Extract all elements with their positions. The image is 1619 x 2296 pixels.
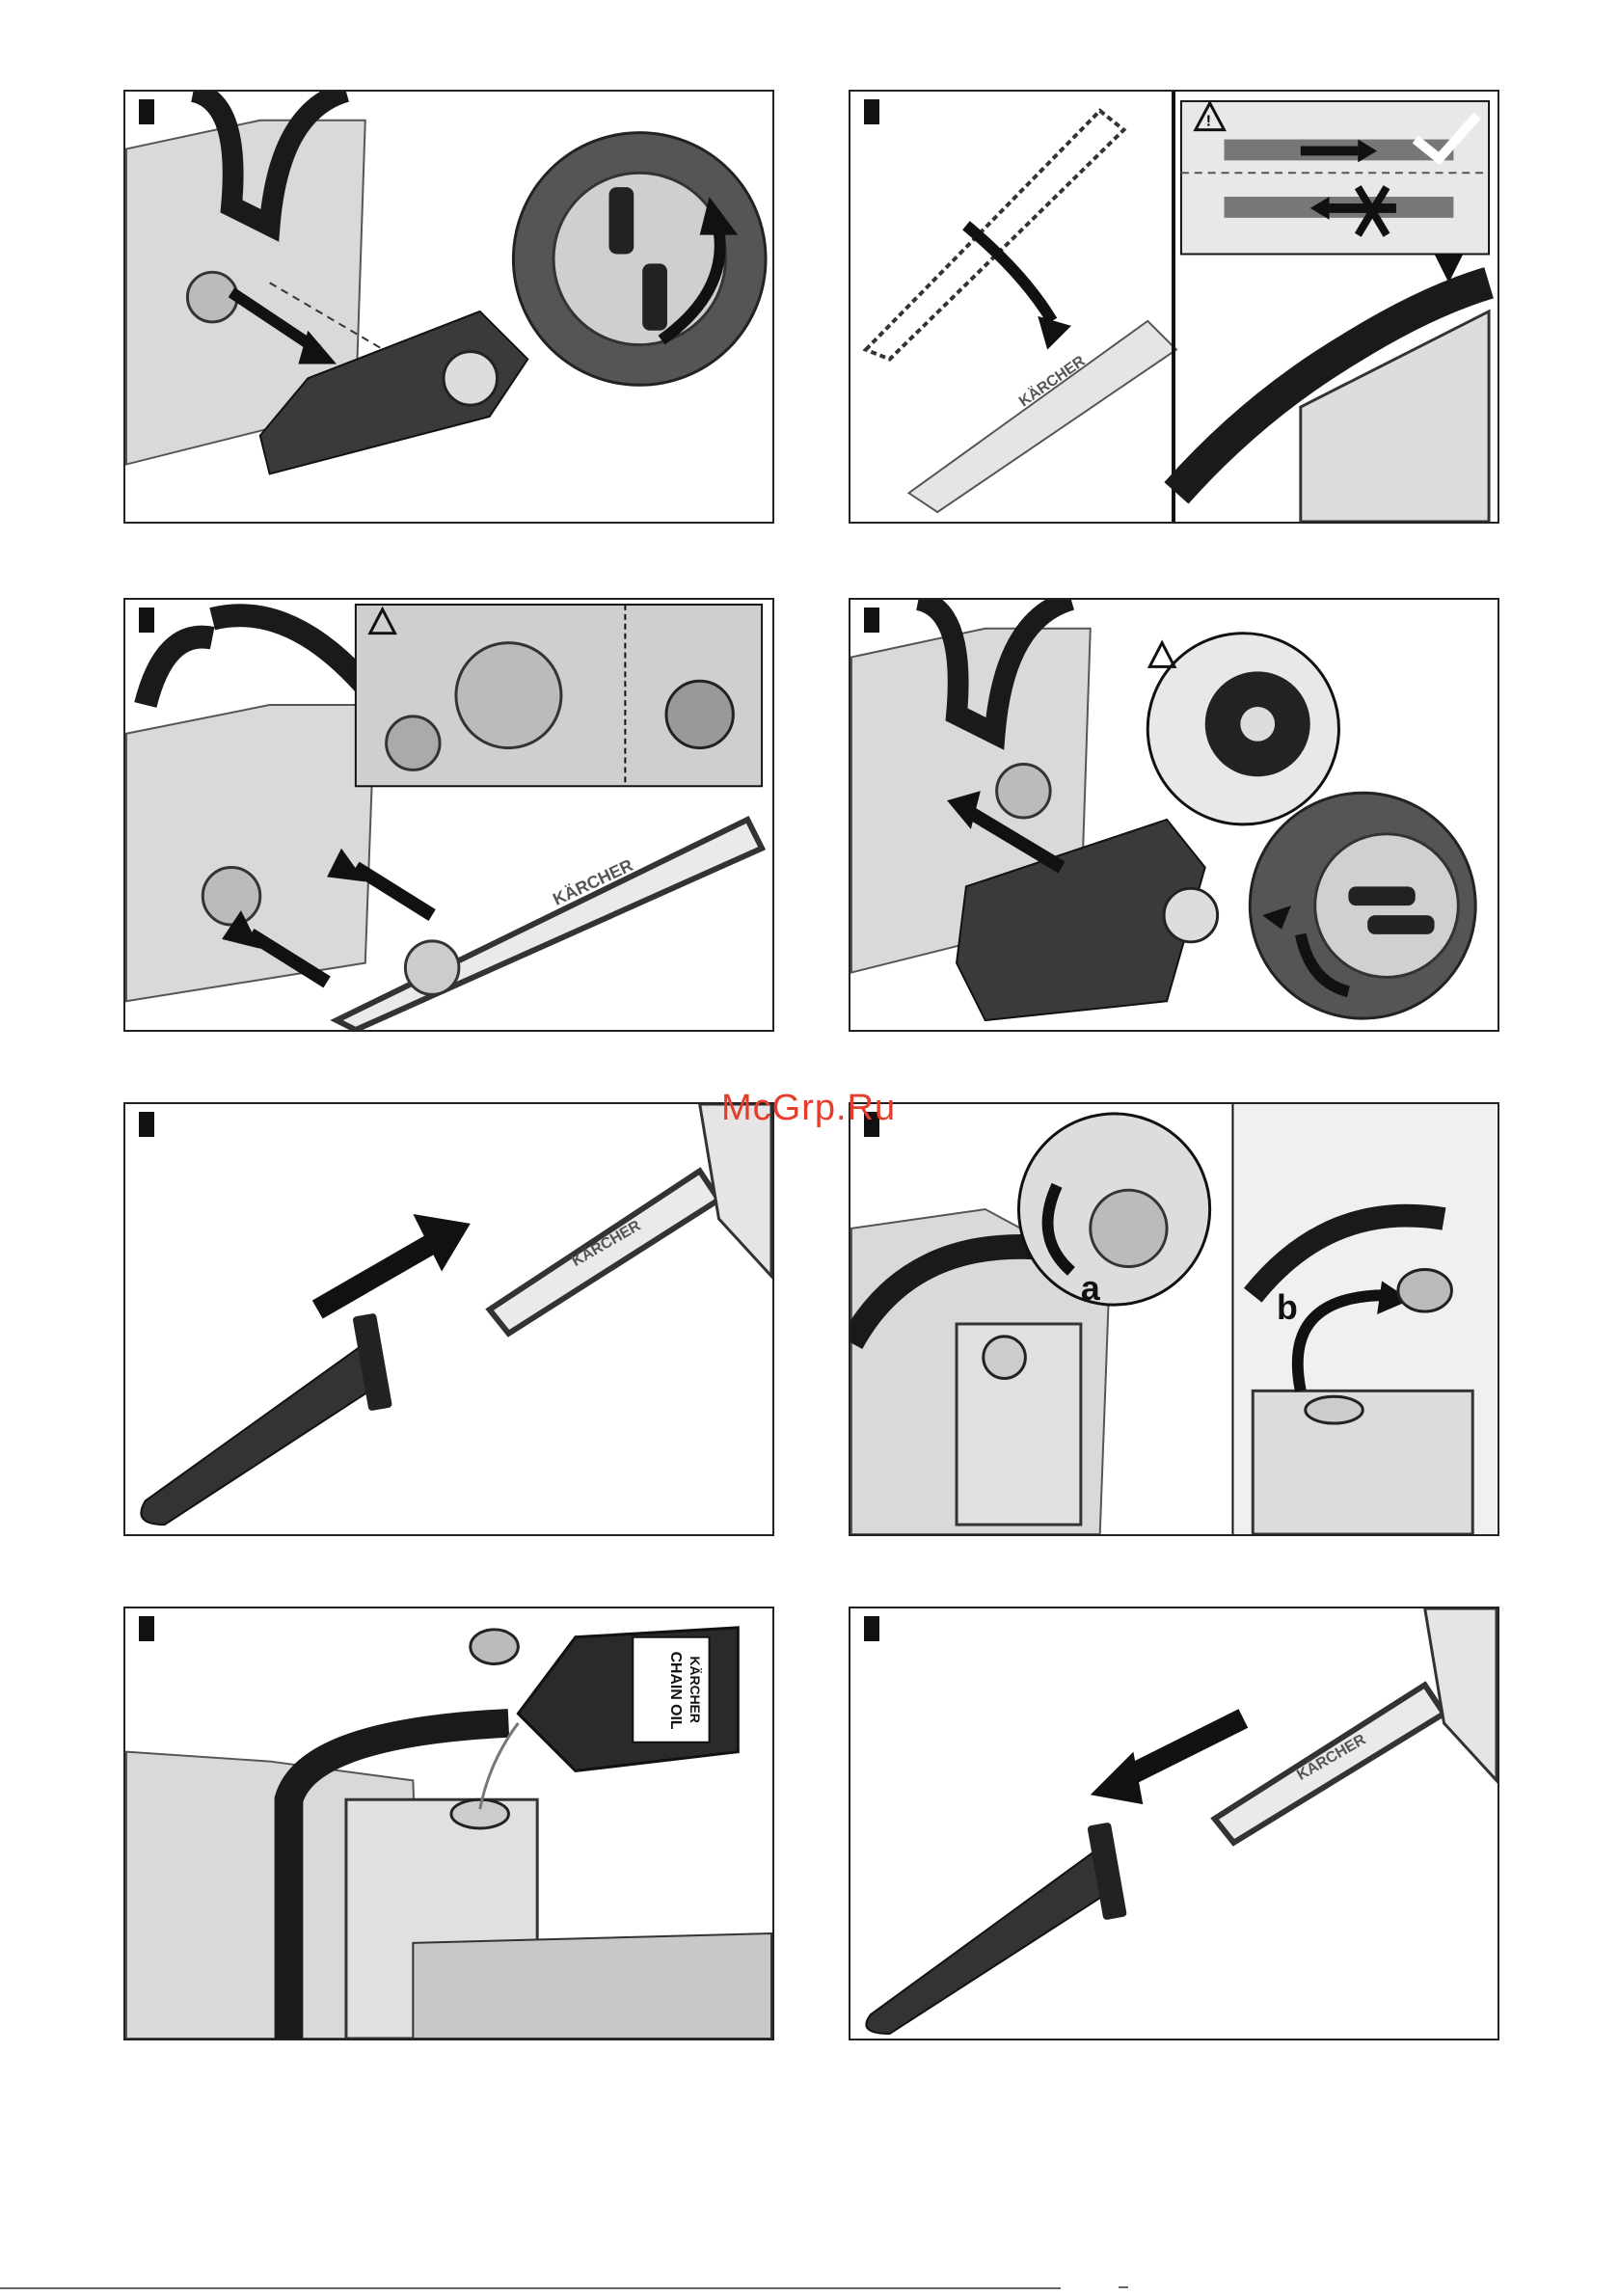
- figure-number: [139, 99, 154, 124]
- footer-rule: [0, 2287, 1061, 2289]
- figure-number: [139, 1112, 154, 1137]
- figure-number: [864, 99, 879, 124]
- illustration-remove-cover: [125, 92, 772, 522]
- oil-bottle-label: CHAIN OIL: [667, 1652, 684, 1730]
- figure-3-fit-bar: KÄRCHER: [123, 598, 774, 1032]
- figure-number: [864, 1616, 879, 1641]
- warning-icon: [1149, 643, 1174, 667]
- figure-1-remove-cover: [123, 90, 774, 524]
- watermark: McGrp.Ru: [721, 1088, 896, 1129]
- oil-bottle-brand: KÄRCHER: [688, 1657, 703, 1723]
- illustration-remove-guard: KÄRCHER: [125, 1104, 772, 1534]
- figure-5-remove-guard: KÄRCHER: [123, 1102, 774, 1536]
- callout-b: b: [1277, 1288, 1298, 1327]
- figure-number: [139, 608, 154, 633]
- illustration-refit-cover: [850, 600, 1498, 1030]
- figure-2-chain-orientation: KÄRCHER !: [849, 90, 1499, 524]
- illustration-open-oil-cap: a b: [850, 1104, 1498, 1534]
- figure-4-refit-cover: [849, 598, 1499, 1032]
- figure-7-fill-oil: KÄRCHER CHAIN OIL: [123, 1607, 774, 2040]
- footer-tick: [1119, 2286, 1128, 2288]
- illustration-fill-oil: KÄRCHER CHAIN OIL: [125, 1608, 772, 2039]
- figure-number: [139, 1616, 154, 1641]
- callout-a: a: [1081, 1269, 1101, 1308]
- figure-number: [864, 608, 879, 633]
- svg-text:!: !: [1206, 114, 1211, 130]
- figure-6-open-oil-cap: a b: [849, 1102, 1499, 1536]
- illustration-chain-orientation: KÄRCHER !: [850, 92, 1498, 522]
- illustration-fit-guard: KÄRCHER: [850, 1608, 1498, 2039]
- figure-8-fit-guard: KÄRCHER: [849, 1607, 1499, 2040]
- illustration-fit-bar: KÄRCHER: [125, 600, 772, 1030]
